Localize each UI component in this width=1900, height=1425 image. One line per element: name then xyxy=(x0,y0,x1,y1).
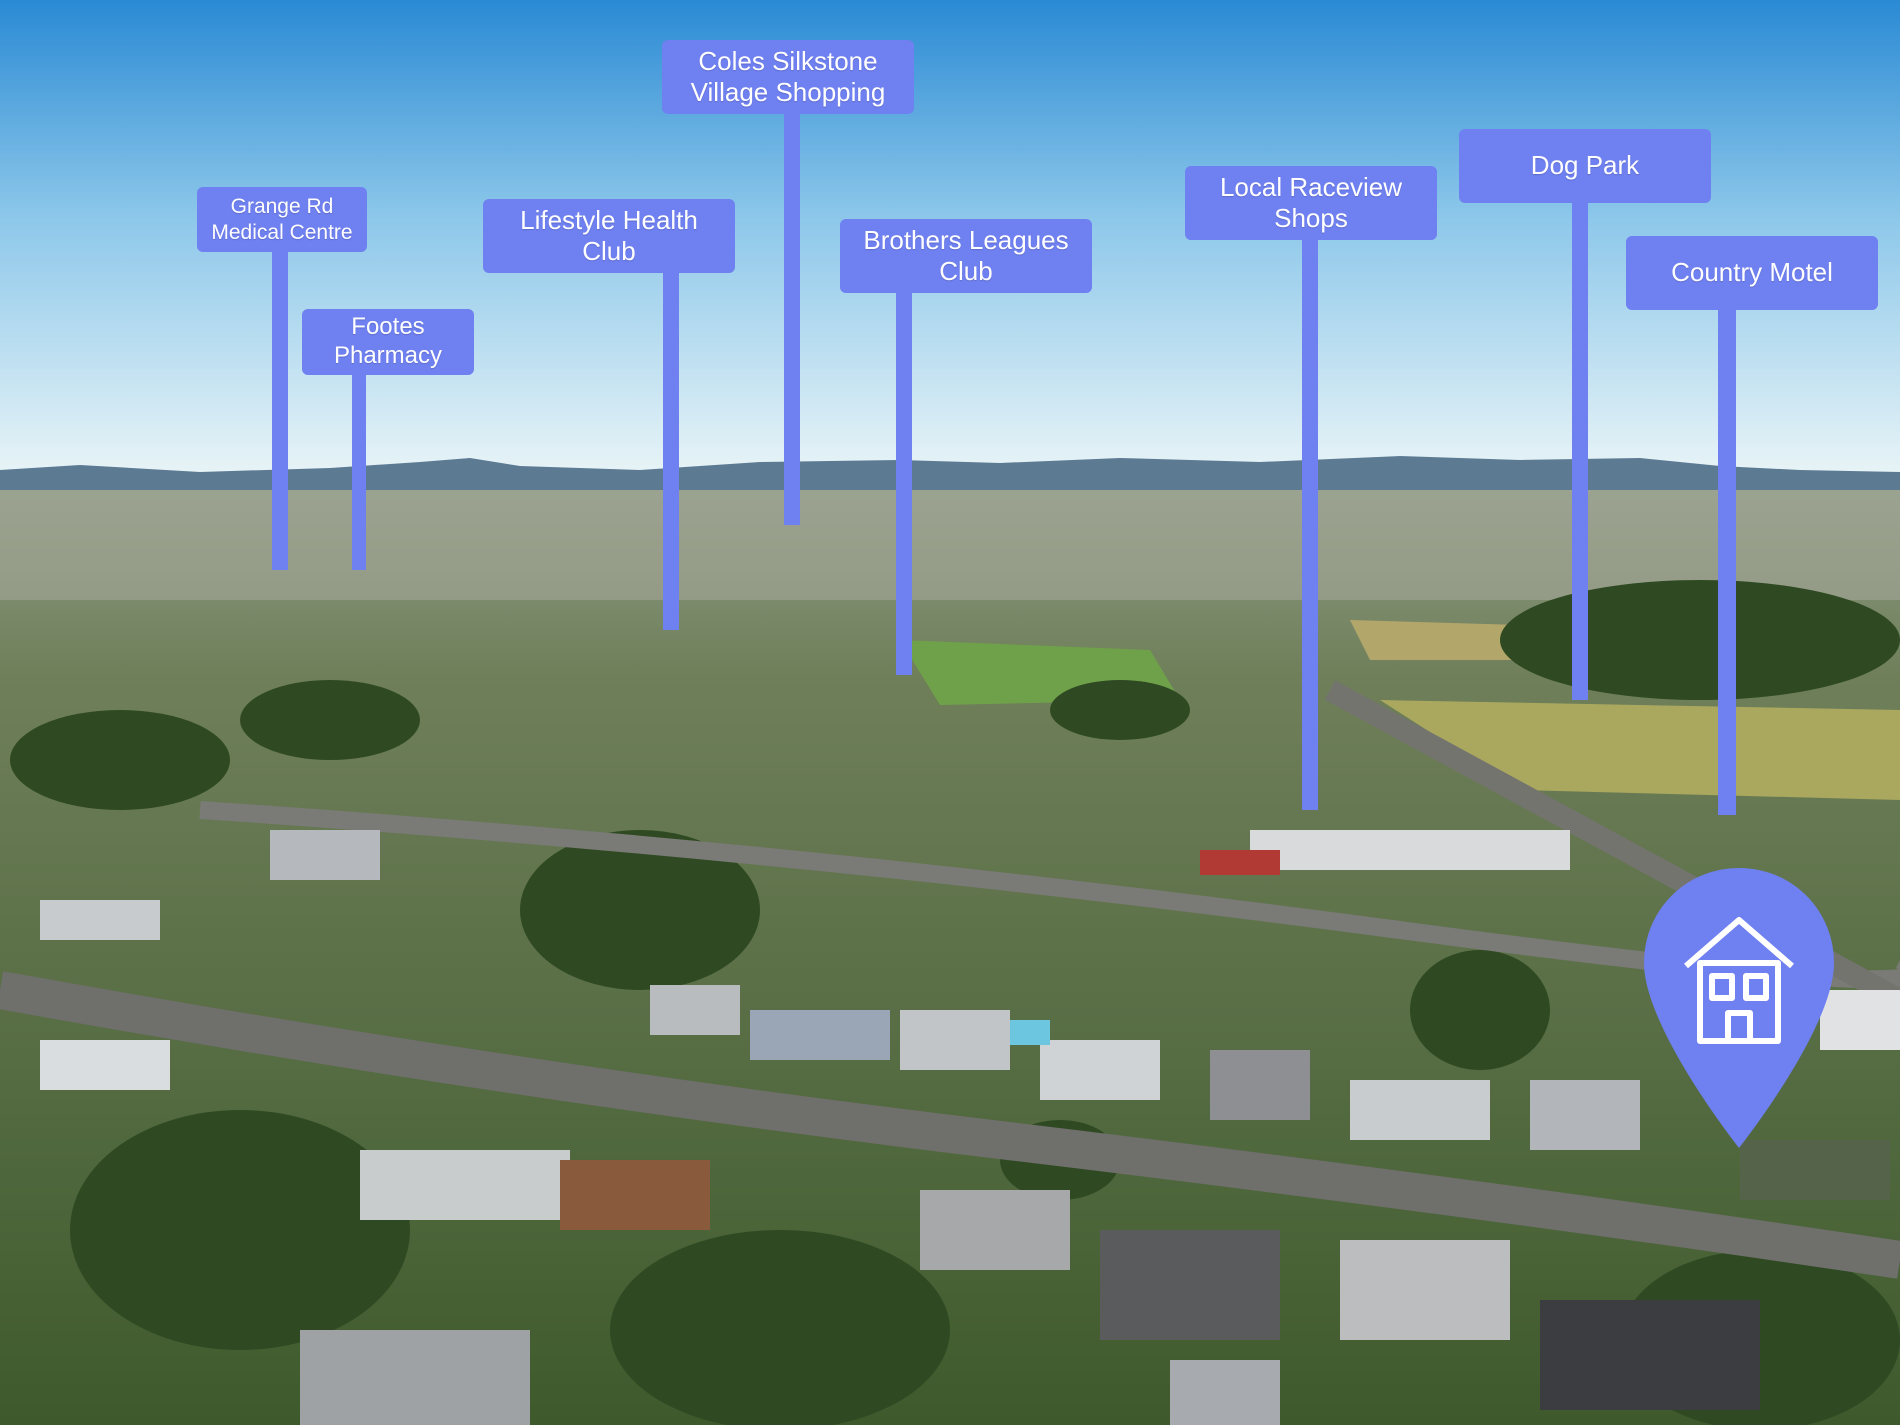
label-grange-rd-medical-centre: Grange Rd Medical Centre xyxy=(197,187,367,252)
pole-dogpark xyxy=(1572,200,1588,700)
swimming-pool xyxy=(1010,1020,1050,1045)
label-footes-pharmacy: Footes Pharmacy xyxy=(302,309,474,375)
location-pin xyxy=(1644,868,1834,1148)
pole-brothers xyxy=(896,290,912,675)
tree-clusters xyxy=(10,580,1900,1425)
label-coles-silkstone-village-shopping: Coles Silkstone Village Shopping xyxy=(662,40,914,114)
pole-coles xyxy=(784,110,800,525)
pole-lifestyle xyxy=(663,270,679,630)
label-brothers-leagues-club: Brothers Leagues Club xyxy=(840,219,1092,293)
house-icon xyxy=(1684,917,1794,1044)
pole-footes xyxy=(352,370,366,570)
pole-motel xyxy=(1718,305,1736,815)
main-road xyxy=(0,971,1900,1279)
label-local-raceview-shops: Local Raceview Shops xyxy=(1185,166,1437,240)
label-country-motel: Country Motel xyxy=(1626,236,1878,310)
label-lifestyle-health-club: Lifestyle Health Club xyxy=(483,199,735,273)
label-dog-park: Dog Park xyxy=(1459,129,1711,203)
house-roofs xyxy=(40,830,1900,1425)
mountain-range xyxy=(0,456,1900,500)
park-field xyxy=(1380,700,1900,800)
pole-raceview xyxy=(1302,235,1318,810)
pole-grange-rd xyxy=(272,250,288,570)
